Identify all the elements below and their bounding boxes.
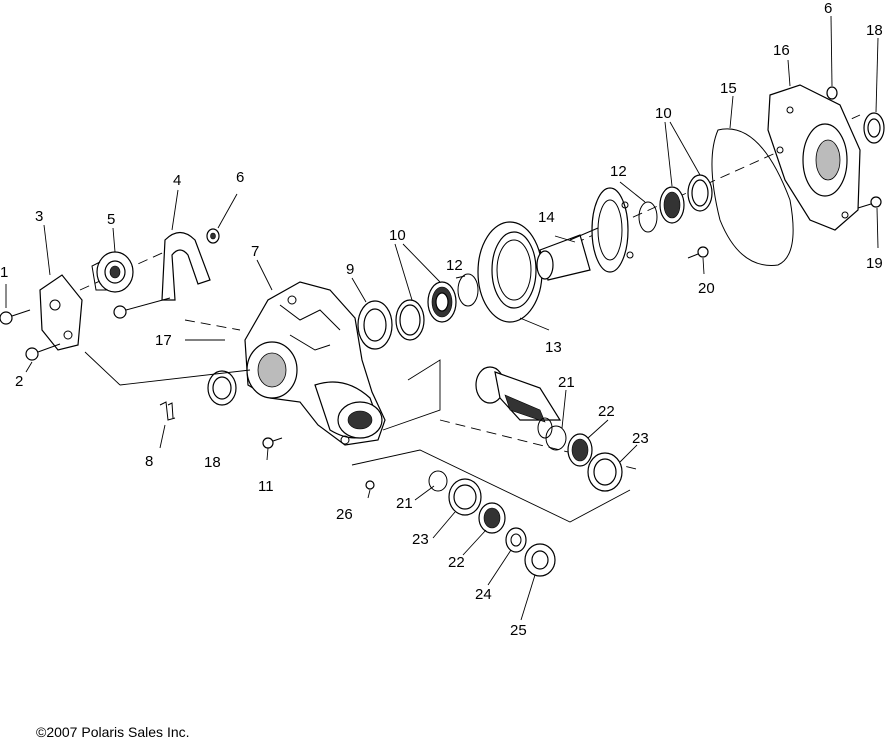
- callout-19: 19: [866, 255, 883, 272]
- pinion-shaft: [475, 366, 562, 439]
- bracket-3: [39, 274, 83, 351]
- bracket-4: [161, 231, 211, 301]
- bolt-17: [113, 297, 171, 319]
- callout-4: 4: [173, 172, 181, 189]
- bolt-1: [0, 309, 31, 325]
- callout-10-right: 10: [655, 105, 672, 122]
- bearing-cone-10-left: [427, 281, 457, 323]
- callout-20: 20: [698, 280, 715, 297]
- shim-21-right: [545, 425, 567, 451]
- callout-17: 17: [155, 332, 172, 349]
- screw-11: [262, 437, 283, 449]
- callout-22-right: 22: [598, 403, 615, 420]
- washer-24: [505, 527, 527, 553]
- o-ring-15: [711, 128, 794, 266]
- callout-1: 1: [0, 264, 8, 281]
- cup-23-right: [587, 452, 623, 492]
- bolt-19: [857, 196, 882, 209]
- seal-18-right: [863, 112, 885, 144]
- gearcase-housing-7: [244, 281, 386, 446]
- bearing-cup-10-right: [687, 174, 713, 212]
- output-shaft-14: [536, 187, 634, 281]
- callout-12-right: 12: [610, 163, 627, 180]
- callout-6-left: 6: [236, 169, 244, 186]
- bearing-cone-10-right: [659, 186, 685, 224]
- callout-15: 15: [720, 80, 737, 97]
- callout-23-left: 23: [412, 531, 429, 548]
- bolt-20: [687, 246, 709, 259]
- callout-11: 11: [258, 478, 274, 495]
- callout-12-left: 12: [446, 257, 463, 274]
- callout-9: 9: [346, 261, 354, 278]
- bearing-housing-5: [91, 251, 134, 293]
- shim-12-right: [638, 201, 658, 233]
- cover-16: [767, 84, 861, 231]
- callout-18-right: 18: [866, 22, 883, 39]
- bearing-cup-10-left: [395, 299, 425, 341]
- ring-gear-13: [477, 221, 543, 323]
- bolt-2: [25, 343, 61, 361]
- callout-23-right: 23: [632, 430, 649, 447]
- cup-23-left: [448, 478, 482, 516]
- callout-8: 8: [145, 453, 153, 470]
- seal-18-left: [207, 370, 237, 406]
- callout-16: 16: [773, 42, 790, 59]
- shim-21-left: [428, 470, 448, 492]
- callout-13: 13: [545, 339, 562, 356]
- callout-21-left: 21: [396, 495, 413, 512]
- callout-2: 2: [15, 373, 23, 390]
- callout-21-right: 21: [558, 374, 575, 391]
- screw-26: [365, 480, 375, 490]
- callout-25: 25: [510, 622, 527, 639]
- callout-14: 14: [538, 209, 555, 226]
- bearing-22-left: [478, 502, 506, 534]
- bearing-22-right: [567, 433, 593, 467]
- copyright-notice: ©2007 Polaris Sales Inc.: [36, 724, 190, 740]
- nut-6-right: [826, 86, 838, 100]
- centerlines: [79, 114, 861, 471]
- nut-6-left: [206, 228, 220, 244]
- seal-25: [524, 543, 556, 577]
- callout-26: 26: [336, 506, 353, 523]
- callout-6-right: 6: [824, 0, 832, 17]
- seal-9: [357, 300, 393, 350]
- clip-8: [159, 401, 176, 421]
- callout-5: 5: [107, 211, 115, 228]
- callout-18-left: 18: [204, 454, 221, 471]
- callout-labels: 1 2 3 4 5 6 6 7 8 9 10 10 11 12 12 13 14…: [0, 0, 883, 639]
- callout-24: 24: [475, 586, 492, 603]
- callout-7: 7: [251, 243, 259, 260]
- callout-22-left: 22: [448, 554, 465, 571]
- callout-3: 3: [35, 208, 43, 225]
- shim-12-left: [457, 273, 479, 307]
- leader-lines: [5, 15, 879, 621]
- callout-10-left: 10: [389, 227, 406, 244]
